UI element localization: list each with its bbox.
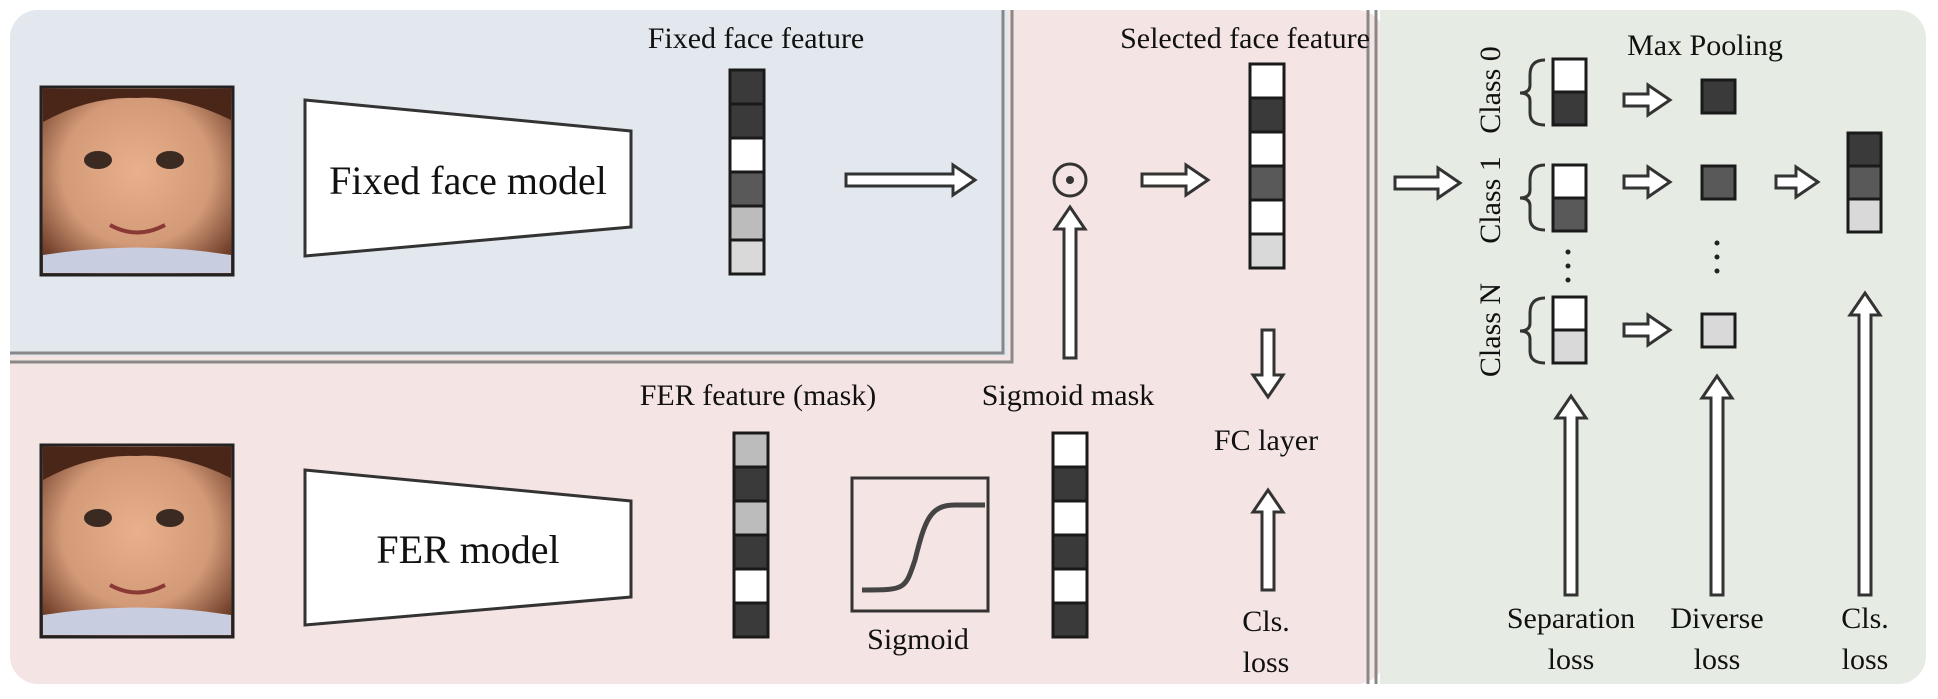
- vector-cell: [1846, 197, 1883, 234]
- vector-cell: [1551, 328, 1588, 365]
- vector-cell: [1551, 90, 1588, 127]
- max-pooling-label: Max Pooling: [1627, 29, 1783, 62]
- fixed-face-feature-label: Fixed face feature: [648, 22, 865, 55]
- cls-loss-right-label-2: loss: [1842, 643, 1889, 676]
- arrow-separation-loss: [1553, 393, 1589, 597]
- separation-loss-label-1: Separation: [1507, 602, 1635, 635]
- cls-loss-label-2: loss: [1243, 646, 1290, 679]
- arrow-pool-to-final: [1774, 164, 1821, 200]
- arrow-cls-loss-to-fc: [1250, 487, 1286, 592]
- vector-cell: [1700, 312, 1737, 349]
- vector-cell: [1051, 533, 1089, 571]
- vector-class-1: [1551, 163, 1588, 233]
- vector-cell: [1551, 295, 1588, 332]
- fixed-face-model-label: Fixed face model: [329, 158, 607, 203]
- arrow-selected-to-fc: [1250, 328, 1286, 400]
- vector-cell: [728, 102, 766, 140]
- vector-cell: [1700, 164, 1737, 201]
- separation-loss-label-2: loss: [1548, 643, 1595, 676]
- vector-pool-n: [1700, 312, 1737, 349]
- fc-layer-label: FC layer: [1214, 424, 1318, 457]
- vector-cell: [1248, 232, 1286, 270]
- brace-class-1: [1519, 163, 1546, 232]
- fer-feature-label: FER feature (mask): [640, 379, 877, 412]
- vector-cell: [1551, 163, 1588, 200]
- vector-cell: [732, 601, 770, 639]
- vector-cell: [1248, 164, 1286, 202]
- vector-cell: [1051, 465, 1089, 503]
- vector-cell: [1051, 567, 1089, 605]
- vector-cell: [1248, 62, 1286, 100]
- hadamard-dot: [1066, 176, 1074, 184]
- panel-divider-blue: [10, 10, 1014, 364]
- fixed-face-model-block: [303, 98, 633, 258]
- fer-model-block: [303, 468, 633, 627]
- vector-cell: [728, 170, 766, 208]
- arrow-fixed-to-hadamard: [844, 162, 978, 198]
- arrow-cls-loss-right: [1847, 290, 1883, 597]
- ellipsis-pooled: [1714, 240, 1720, 274]
- vector-cell: [1551, 57, 1588, 94]
- arrow-to-classes: [1393, 165, 1463, 201]
- class-n-label: Class N: [1474, 283, 1507, 377]
- vector-class-0: [1551, 57, 1588, 127]
- vector-cell: [728, 204, 766, 242]
- vector-final: [1846, 131, 1883, 234]
- sigmoid-label: Sigmoid: [867, 623, 969, 656]
- vector-cell: [1551, 196, 1588, 233]
- vector-cell: [1051, 431, 1089, 469]
- vector-pool-0: [1700, 78, 1737, 115]
- face-image-bottom: [39, 443, 235, 639]
- class-1-label: Class 1: [1474, 156, 1507, 244]
- class-0-label: Class 0: [1474, 46, 1507, 134]
- face-image-top: [39, 85, 235, 277]
- diverse-loss-label-2: loss: [1694, 643, 1741, 676]
- diverse-loss-label-1: Diverse: [1670, 602, 1763, 635]
- vector-cell: [1051, 499, 1089, 537]
- sigmoid-box: [850, 476, 990, 613]
- arrow-hadamard-to-selected: [1140, 162, 1211, 198]
- vector-sigmoid-mask: [1051, 431, 1089, 639]
- arrow-class0-to-pool: [1622, 82, 1673, 118]
- arrow-diverse-loss: [1699, 373, 1735, 597]
- ellipsis-classes: [1565, 249, 1571, 283]
- vector-cell: [732, 567, 770, 605]
- hadamard-operator: [1052, 162, 1088, 198]
- brace-class-n: [1519, 296, 1546, 365]
- vector-cell: [732, 465, 770, 503]
- vector-fer-feature: [732, 431, 770, 639]
- vector-cell: [1051, 601, 1089, 639]
- arrow-classn-to-pool: [1622, 312, 1673, 348]
- vector-cell: [728, 68, 766, 106]
- vector-cell: [1700, 78, 1737, 115]
- vector-selected-feature: [1248, 62, 1286, 270]
- cls-loss-label-1: Cls.: [1242, 605, 1290, 638]
- vector-cell: [728, 136, 766, 174]
- brace-class-0: [1519, 58, 1546, 127]
- vector-cell: [732, 431, 770, 469]
- selected-face-feature-label: Selected face feature: [1120, 22, 1370, 55]
- feature-vectors: [728, 57, 1883, 639]
- vector-cell: [1248, 198, 1286, 236]
- arrow-mask-to-hadamard: [1052, 204, 1088, 360]
- vector-cell: [1248, 96, 1286, 134]
- arrow-class1-to-pool: [1622, 164, 1673, 200]
- vector-cell: [732, 533, 770, 571]
- panel-divider-green: [1366, 10, 1378, 684]
- fer-model-label: FER model: [376, 527, 559, 572]
- cls-loss-right-label-1: Cls.: [1841, 602, 1889, 635]
- sigmoid-mask-label: Sigmoid mask: [982, 379, 1155, 412]
- vector-fixed-feature: [728, 68, 766, 276]
- vector-cell: [1248, 130, 1286, 168]
- vector-cell: [732, 499, 770, 537]
- vector-pool-1: [1700, 164, 1737, 201]
- vector-cell: [728, 238, 766, 276]
- arrows: [844, 82, 1883, 597]
- vector-cell: [1846, 164, 1883, 201]
- vector-cell: [1846, 131, 1883, 168]
- vector-class-n: [1551, 295, 1588, 365]
